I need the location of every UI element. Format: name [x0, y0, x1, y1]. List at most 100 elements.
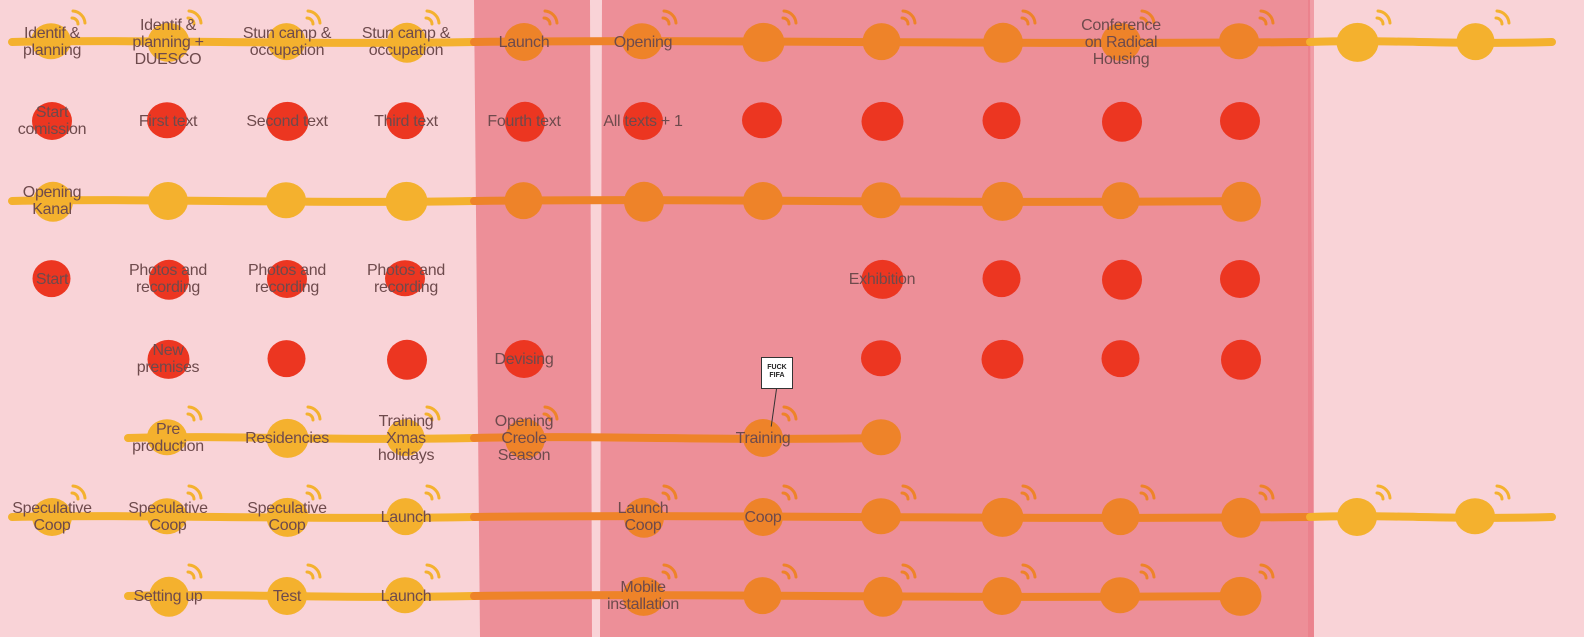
signal-icon — [426, 493, 432, 499]
signal-icon — [189, 407, 201, 419]
signal-icon — [188, 493, 194, 499]
signal-icon — [1378, 486, 1390, 498]
signal-icon — [427, 565, 439, 577]
milestone-dot — [149, 260, 189, 300]
signal-icon — [188, 572, 194, 578]
milestone-dot — [505, 419, 545, 459]
milestone-dot — [267, 260, 307, 298]
milestone-dot — [1221, 340, 1261, 380]
milestone-dot — [385, 577, 425, 613]
milestone-dot — [148, 182, 188, 220]
signal-icon — [426, 572, 432, 578]
milestone-dot — [385, 260, 425, 296]
signal-icon — [1496, 493, 1502, 499]
milestone-dot — [624, 182, 664, 222]
milestone-dot — [1220, 102, 1260, 140]
milestone-dot — [147, 498, 187, 534]
signal-icon — [73, 486, 85, 498]
signal-icon — [427, 11, 439, 23]
sign-line-2: FIFA — [769, 372, 784, 379]
milestone-dot — [982, 577, 1022, 615]
milestone-dot — [147, 102, 187, 138]
milestone-dot — [387, 340, 427, 380]
milestone-dot — [862, 102, 904, 141]
milestone-dot — [862, 260, 904, 299]
milestone-dot — [861, 419, 901, 455]
milestone-dot — [266, 182, 306, 218]
milestone-dot — [743, 182, 783, 220]
signal-icon — [308, 407, 320, 419]
milestone-dot — [504, 340, 544, 378]
signal-icon — [307, 493, 313, 499]
milestone-dot — [387, 23, 427, 63]
signal-icon — [307, 414, 313, 420]
milestone-dot — [983, 23, 1023, 63]
signal-icon — [1377, 18, 1383, 24]
milestone-dot — [743, 498, 783, 536]
signal-icon — [189, 565, 201, 577]
milestone-dot — [268, 23, 306, 60]
milestone-dot — [505, 102, 545, 142]
milestone-dot — [386, 182, 428, 221]
milestone-dot — [623, 102, 663, 140]
milestone-dot — [861, 498, 901, 534]
milestone-dot — [33, 182, 73, 222]
milestone-dot — [983, 260, 1021, 297]
signal-icon — [188, 414, 194, 420]
milestone-dot — [33, 260, 71, 297]
milestone-dot — [149, 577, 189, 617]
milestone-dot — [1101, 23, 1141, 61]
signal-icon — [73, 11, 85, 23]
milestone-dot — [861, 340, 901, 376]
milestone-dot — [1102, 260, 1142, 300]
milestone-dot — [624, 498, 664, 538]
milestone-dot — [1102, 498, 1140, 535]
milestone-dot — [147, 419, 187, 455]
milestone-dot — [743, 23, 785, 62]
signal-icon — [426, 414, 432, 420]
milestone-dot — [267, 419, 309, 458]
signal-icon — [1496, 18, 1502, 24]
milestone-dot — [744, 577, 782, 614]
signal-icon — [427, 407, 439, 419]
sign-line-1: FUCK — [767, 364, 786, 371]
milestone-dot — [622, 23, 662, 59]
milestone-dot — [1102, 102, 1142, 142]
milestone-dot — [387, 419, 425, 456]
signal-icon — [1497, 486, 1509, 498]
milestone-dot — [32, 498, 72, 536]
milestone-dot — [32, 102, 72, 140]
milestone-dot — [1221, 498, 1261, 538]
milestone-dot — [1100, 577, 1140, 613]
signal-icon — [426, 18, 432, 24]
signal-icon — [308, 486, 320, 498]
signal-icon — [1377, 493, 1383, 499]
signal-icon — [189, 11, 201, 23]
milestone-dot — [1220, 260, 1260, 298]
milestone-dot — [983, 102, 1021, 139]
milestone-dot — [504, 23, 544, 61]
signal-icon — [188, 18, 194, 24]
signal-icon — [427, 486, 439, 498]
signal-icon — [72, 18, 78, 24]
milestone-dot — [148, 23, 190, 62]
milestone-dot — [863, 577, 903, 617]
milestone-dot — [1219, 23, 1259, 59]
milestone-dot — [982, 498, 1024, 537]
milestone-dot — [505, 182, 543, 219]
milestone-dot — [387, 498, 425, 535]
milestone-dot — [148, 340, 190, 379]
milestone-dot — [387, 102, 425, 139]
milestone-dot — [982, 182, 1024, 221]
highlight-band-edge — [1308, 0, 1314, 637]
signal-icon — [189, 486, 201, 498]
milestone-dot — [1102, 182, 1140, 219]
milestone-dot — [267, 102, 309, 141]
signal-icon — [307, 18, 313, 24]
milestone-dot — [1220, 577, 1262, 616]
signal-icon — [308, 11, 320, 23]
highlight-band-left — [474, 0, 592, 637]
signal-icon — [307, 572, 313, 578]
